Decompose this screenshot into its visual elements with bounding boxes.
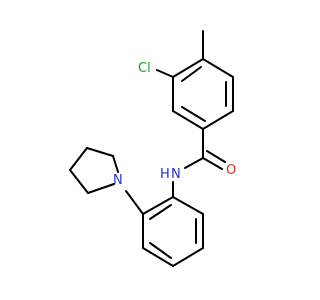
aniline-ring xyxy=(142,196,204,267)
aromatic-inner-bond xyxy=(181,66,202,82)
pyrrolidine-ring xyxy=(69,147,119,194)
chlorine-atom-label: Cl xyxy=(138,61,151,76)
molecule-structure-diagram: Cl N H O N xyxy=(69,30,236,267)
carbonyl-double-bond xyxy=(206,150,226,163)
bond xyxy=(69,169,89,194)
amide-bond xyxy=(184,157,204,169)
bond xyxy=(172,110,204,130)
aromatic-inner-bond xyxy=(149,204,172,220)
bond xyxy=(69,147,88,171)
bond xyxy=(86,147,114,157)
bond xyxy=(112,155,119,173)
benzoyl-ring xyxy=(172,58,234,130)
bond xyxy=(172,58,204,78)
pyrrolidine-nitrogen-label: N xyxy=(113,173,123,188)
aromatic-inner-bond xyxy=(149,242,172,259)
bond xyxy=(142,247,174,267)
bond xyxy=(202,110,234,130)
bond xyxy=(142,196,174,215)
chlorine-bond xyxy=(156,69,174,78)
carbonyl-double-bond xyxy=(202,157,223,170)
amide-hydrogen-label: H xyxy=(160,167,170,182)
bond xyxy=(172,247,204,267)
ring-to-pyrrolidine-bond xyxy=(125,190,144,215)
bond xyxy=(172,196,204,215)
bond xyxy=(202,58,234,78)
amide-nitrogen-label: N xyxy=(171,167,181,182)
carbonyl-oxygen-label: O xyxy=(226,163,236,178)
aromatic-inner-bond xyxy=(181,106,206,122)
bond xyxy=(87,183,115,194)
